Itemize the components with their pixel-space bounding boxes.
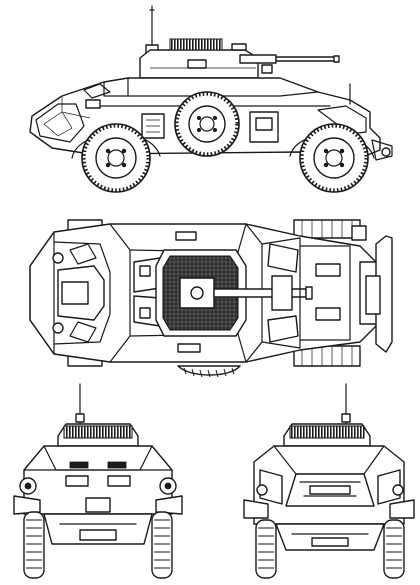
turret-mesh-screen <box>170 39 222 50</box>
turret <box>140 39 258 78</box>
front-tire-right <box>152 512 172 578</box>
wheel-top-right-rear <box>294 220 360 238</box>
main-gun <box>240 55 339 73</box>
front-wheel <box>82 124 150 192</box>
rear-tire-right <box>384 520 404 578</box>
rear-deck <box>262 226 392 352</box>
rear-wheel <box>300 124 368 192</box>
turret-top <box>156 250 246 336</box>
side-view <box>30 6 392 192</box>
rear-tire-left <box>256 520 276 578</box>
front-tire-left <box>24 512 44 578</box>
rear-view <box>244 384 414 578</box>
spare-wheel <box>175 92 239 156</box>
top-view <box>30 220 392 377</box>
front-turret-mesh <box>64 426 132 438</box>
rear-turret-mesh <box>290 426 364 438</box>
side-stowage-box <box>250 112 278 142</box>
front-view <box>14 384 182 578</box>
